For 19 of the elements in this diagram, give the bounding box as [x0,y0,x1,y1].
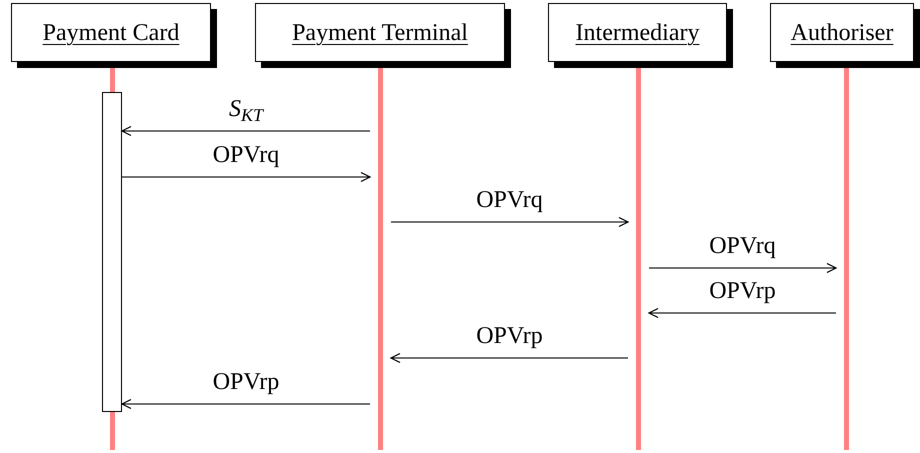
message-label: S$_{KT}$ [228,97,264,121]
message-label: OPVrq [476,188,543,212]
message-arrow [648,308,836,318]
message-label: OPVrp [709,279,776,303]
message-arrow [121,126,370,136]
participant-label: Authoriser [790,18,894,48]
message-arrow [648,262,837,274]
message-label: OPVrq [709,234,776,258]
participant-label: Payment Card [42,18,180,48]
message-label: OPVrq [212,143,280,167]
message-arrow [390,216,629,228]
participant-label: Payment Terminal [292,18,468,48]
message-arrow [390,352,628,364]
message-label: OPVrp [212,370,280,394]
activation-box [102,92,122,412]
message-label: OPVrp [476,324,543,348]
participant-label: Intermediary [576,18,700,48]
message-arrow [122,172,371,182]
message-arrow [121,398,370,410]
